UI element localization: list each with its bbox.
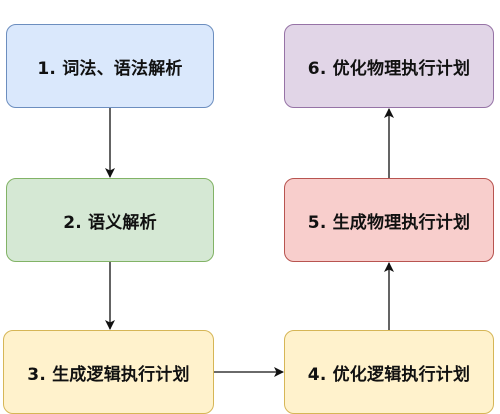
node-optimize-logical-plan: 4. 优化逻辑执行计划	[284, 330, 494, 414]
node-lexical-syntax-parsing: 1. 词法、语法解析	[6, 24, 214, 108]
node-semantic-parsing: 2. 语义解析	[6, 178, 214, 262]
node-generate-logical-plan: 3. 生成逻辑执行计划	[3, 330, 214, 414]
node-optimize-physical-plan: 6. 优化物理执行计划	[284, 24, 494, 108]
node-generate-physical-plan: 5. 生成物理执行计划	[284, 178, 494, 262]
